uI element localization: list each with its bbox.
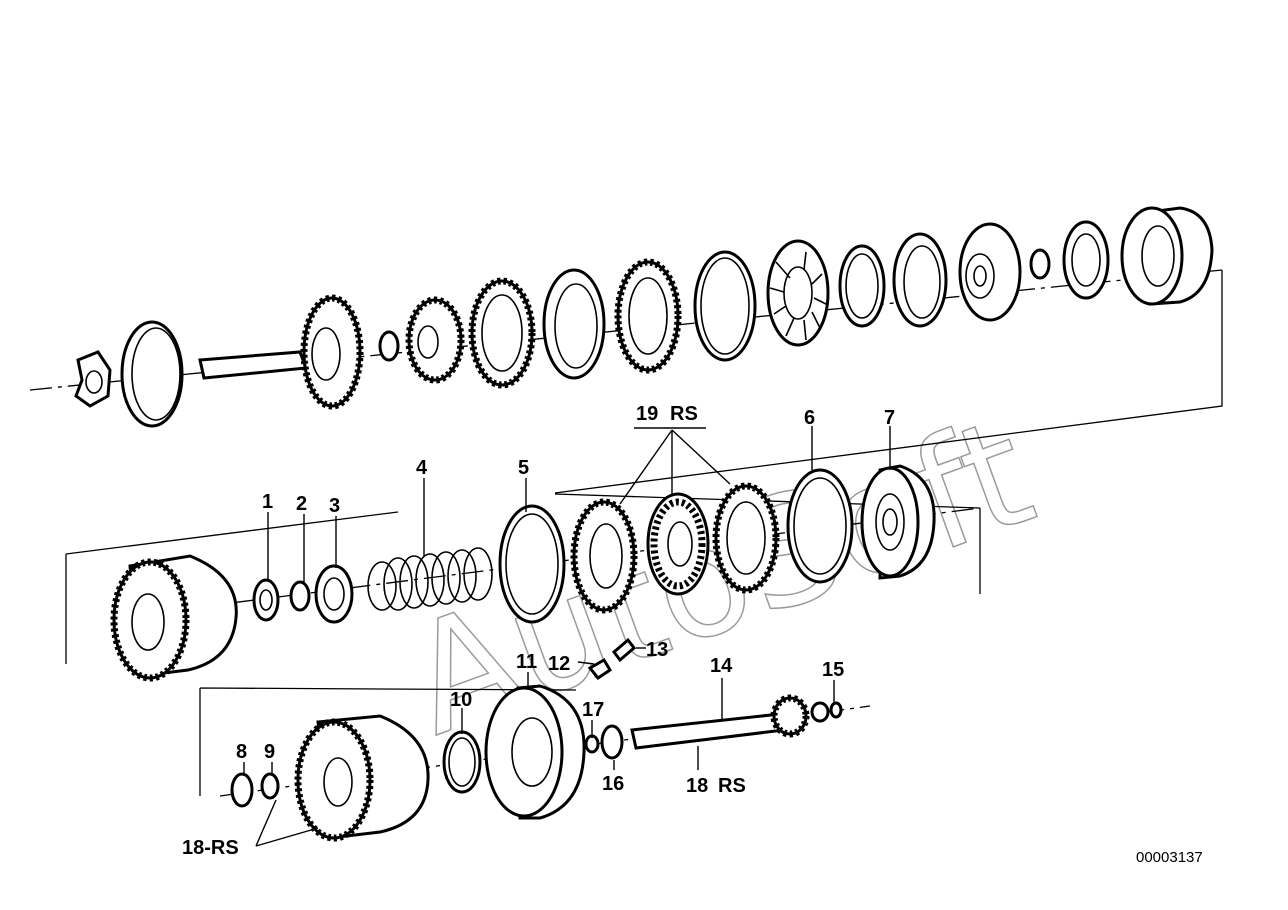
callout-13: 13 (646, 639, 668, 661)
callout-5: 5 (518, 457, 529, 479)
leader-lines (243, 426, 891, 847)
diagram-reference-number: 00003137 (1136, 849, 1203, 866)
callout-10: 10 (450, 689, 472, 711)
callout-1: 1 (262, 491, 273, 513)
callout-16: 16 (602, 773, 624, 795)
callout-19-rs: RS (670, 403, 698, 425)
callout-19: 19 (636, 403, 658, 425)
spring-pack (367, 547, 493, 611)
callout-18-rs-left: 18-RS (182, 837, 239, 859)
callout-4: 4 (416, 457, 428, 479)
callout-9: 9 (264, 741, 275, 763)
callout-11: 11 (516, 651, 537, 673)
upper-row (29, 206, 1223, 494)
callout-2: 2 (296, 493, 307, 515)
callout-7: 7 (884, 407, 895, 429)
callout-8: 8 (236, 741, 247, 763)
callout-15: 15 (822, 659, 844, 681)
callout-3: 3 (329, 495, 340, 517)
watermark-text: AutoSoft (388, 385, 1053, 769)
callout-14: 14 (710, 655, 733, 677)
callout-18: 18 (686, 775, 708, 797)
lower-row (199, 637, 871, 842)
callout-12: 12 (548, 653, 570, 675)
callout-6: 6 (804, 407, 815, 429)
middle-row (65, 464, 981, 682)
callout-labels: 1 2 3 4 5 19 RS 6 7 8 9 10 11 12 13 14 1… (182, 403, 895, 859)
callout-18-rs: RS (718, 775, 746, 797)
callout-17: 17 (582, 699, 604, 721)
